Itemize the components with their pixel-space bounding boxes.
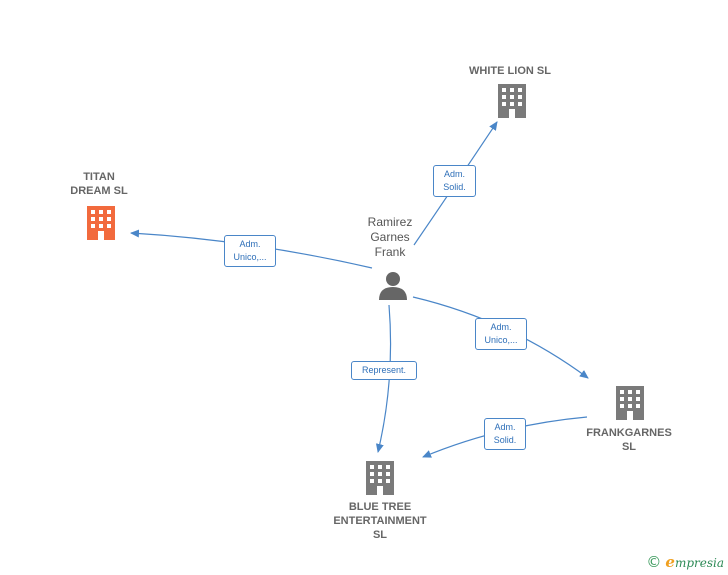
node-label-line: ENTERTAINMENT [333,515,427,527]
edge-label-line: Represent. [361,365,407,375]
edge-label-frank-to-blue[interactable]: Adm. Solid. [484,418,526,450]
brand-name: empresia [665,553,724,571]
node-label-line: Ramirez [367,215,413,229]
node-label-line: TITAN [83,171,115,183]
node-label-line: Frank [374,245,406,259]
building-icon[interactable] [87,206,115,240]
edge-label-line: Adm. [239,239,261,249]
node-label-line: BLUE TREE [348,501,412,513]
node-label-line: WHITE LION SL [469,65,551,77]
edge-label-line: Unico,... [233,252,267,262]
person-icon[interactable] [379,272,407,300]
node-label-line: Garnes [370,230,410,244]
brand-initial: e [665,553,675,571]
edge-label-titan[interactable]: Adm. Unico,... [224,235,276,267]
brand-logo: © empresia [646,553,724,571]
node-label-titan-dream[interactable]: TITAN DREAM SL [59,170,139,198]
edge-label-line: Adm. [443,169,465,179]
node-label-line: SL [372,529,388,541]
building-icon[interactable] [498,84,526,118]
node-label-frankgarnes[interactable]: FRANKGARNES SL [579,426,679,454]
node-label-line: DREAM SL [70,185,128,197]
brand-name-rest: mpresia [674,556,724,570]
edge-label-line: Unico,... [484,335,518,345]
edge-label-blue-tree[interactable]: Represent. [351,361,417,380]
edge-label-line: Adm. [490,322,512,332]
edge-label-line: Solid. [443,182,466,192]
copyright-icon: © [646,553,662,571]
building-icon[interactable] [366,461,394,495]
node-label-line: FRANKGARNES [586,427,672,439]
edge-label-line: Adm. [494,422,516,432]
node-label-white-lion[interactable]: WHITE LION SL [459,64,561,78]
node-label-line: SL [621,441,637,453]
building-icon[interactable] [616,386,644,420]
edge-label-line: Solid. [493,435,517,445]
edge-label-white-lion[interactable]: Adm. Solid. [433,165,476,197]
node-label-blue-tree[interactable]: BLUE TREE ENTERTAINMENT SL [326,500,434,542]
edge-label-frankgarnes[interactable]: Adm. Unico,... [475,318,527,350]
node-label-person[interactable]: Ramirez Garnes Frank [354,215,426,260]
